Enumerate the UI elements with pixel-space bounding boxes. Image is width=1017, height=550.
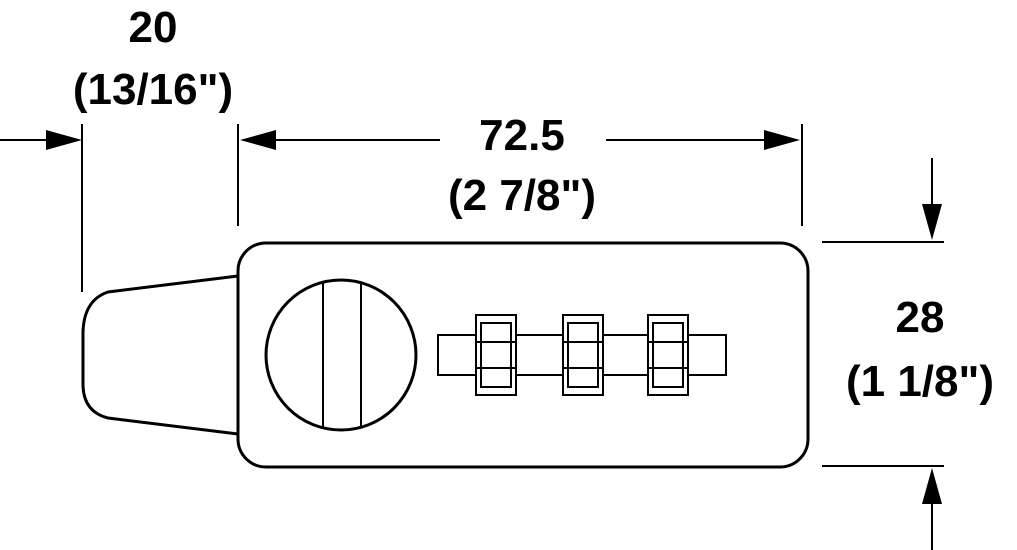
dim-length-value: 72.5 (479, 111, 565, 160)
dim-width-small-imperial: (13/16") (73, 65, 233, 114)
arrow-right-small (46, 130, 82, 150)
arrow-down-height (922, 204, 942, 240)
arrow-right-length (764, 130, 800, 150)
knob-icon (264, 278, 418, 432)
combination-lock (81, 241, 810, 469)
lock-body (236, 241, 810, 469)
combination-wheel-3 (647, 314, 689, 396)
dimension-length: 72.5 (2 7/8") (240, 111, 803, 226)
lock-nose (81, 274, 240, 436)
dim-height-value: 28 (896, 293, 945, 342)
combination-wheel-2 (562, 314, 604, 396)
arrow-up-height (922, 468, 942, 504)
combination-wheel-1 (475, 314, 517, 396)
arrow-left-length (240, 130, 276, 150)
dimension-height: 28 (1 1/8") (822, 158, 994, 550)
dim-height-imperial: (1 1/8") (846, 357, 994, 406)
dimension-width-small: 20 (13/16") (0, 3, 239, 292)
dim-width-small-value: 20 (129, 3, 178, 52)
dim-length-imperial: (2 7/8") (448, 171, 596, 220)
